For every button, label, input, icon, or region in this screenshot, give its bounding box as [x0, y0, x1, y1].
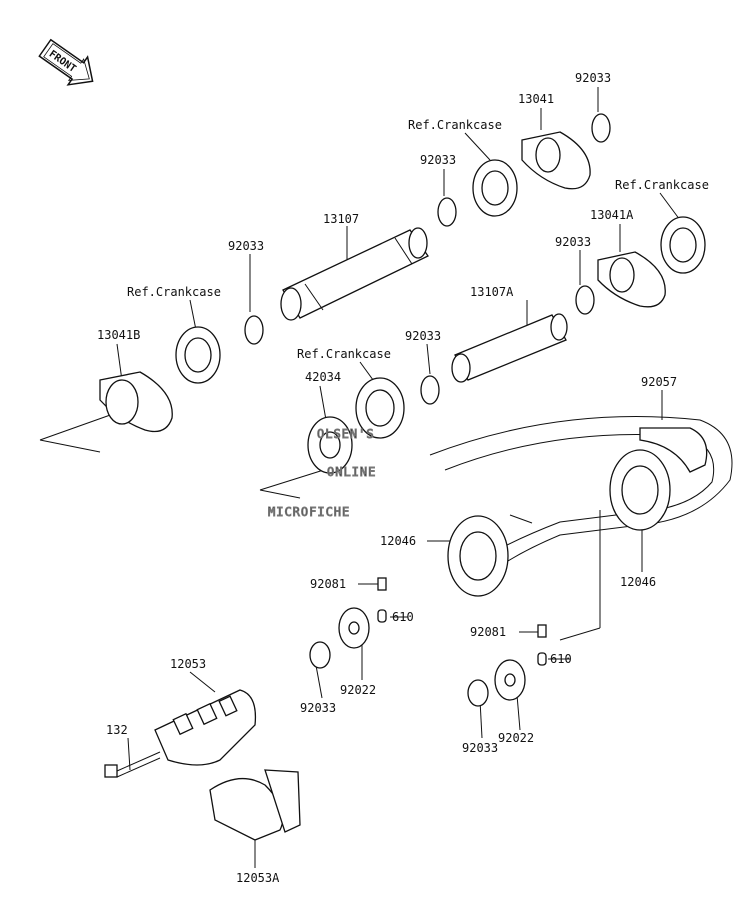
- leader-lines: [116, 87, 681, 868]
- bearing-ref-crankcase-3: [175, 326, 221, 384]
- ref-crankcase-label: Ref.Crankcase: [408, 118, 502, 132]
- watermark: OLSEN'S ONLINE MICROFICHE: [268, 427, 376, 520]
- part-label-13107a: 13107A: [470, 285, 514, 299]
- bolt-132: [104, 751, 161, 778]
- sprocket-12046-right: [609, 449, 671, 531]
- part-label-92022: 92022: [498, 731, 534, 745]
- pins-and-washers: [338, 577, 547, 701]
- part-label-610: 610: [392, 610, 414, 624]
- bearing-ref-crankcase-4: [355, 377, 405, 439]
- front-arrow-icon: FRONT: [38, 38, 94, 86]
- shaft-13107: [280, 227, 429, 321]
- gear-13041a: [597, 251, 666, 308]
- part-label-13041: 13041: [518, 92, 554, 106]
- part-label-92033: 92033: [405, 329, 441, 343]
- part-label-42034: 42034: [305, 370, 341, 384]
- part-label-13041a: 13041A: [590, 208, 634, 222]
- part-label-92033: 92033: [300, 701, 336, 715]
- sprocket-12046-left: [447, 515, 509, 597]
- part-label-92081: 92081: [470, 625, 506, 639]
- watermark-line-3: MICROFICHE: [268, 505, 350, 519]
- part-label-13107: 13107: [323, 212, 359, 226]
- gear-13041b: [99, 371, 173, 433]
- part-label-92022: 92022: [340, 683, 376, 697]
- gear-13041: [521, 131, 591, 190]
- circlip-92033-set: [244, 113, 611, 707]
- part-label-92033: 92033: [555, 235, 591, 249]
- bearing-ref-crankcase-1: [472, 159, 518, 217]
- drive-chain-loop: [429, 416, 733, 591]
- ref-crankcase-label: Ref.Crankcase: [615, 178, 709, 192]
- part-label-13041b: 13041B: [97, 328, 140, 342]
- ref-crankcase-label: Ref.Crankcase: [297, 347, 391, 361]
- bearing-ref-crankcase-2: [660, 216, 706, 274]
- part-label-12053a: 12053A: [236, 871, 280, 885]
- chain-guide-12053: [154, 689, 257, 766]
- part-label-12046: 12046: [620, 575, 656, 589]
- part-label-92033: 92033: [575, 71, 611, 85]
- part-label-92081: 92081: [310, 577, 346, 591]
- part-label-92033: 92033: [462, 741, 498, 755]
- part-label-610: 610: [550, 652, 572, 666]
- gear-42034: [307, 416, 353, 474]
- part-labels: 92033 13041 Ref.Crankcase 92033 Ref.Cran…: [97, 71, 709, 885]
- part-label-92033: 92033: [228, 239, 264, 253]
- shaft-13107a: [451, 313, 568, 383]
- part-label-92033: 92033: [420, 153, 456, 167]
- chain-guide-12053a: [209, 769, 301, 841]
- chain-92057: [639, 427, 708, 473]
- part-label-12046: 12046: [380, 534, 416, 548]
- ref-crankcase-label: Ref.Crankcase: [127, 285, 221, 299]
- part-label-132: 132: [106, 723, 128, 737]
- part-label-12053: 12053: [170, 657, 206, 671]
- watermark-line-2: ONLINE: [327, 465, 376, 479]
- part-label-92057: 92057: [641, 375, 677, 389]
- watermark-line-1: OLSEN'S: [317, 427, 375, 441]
